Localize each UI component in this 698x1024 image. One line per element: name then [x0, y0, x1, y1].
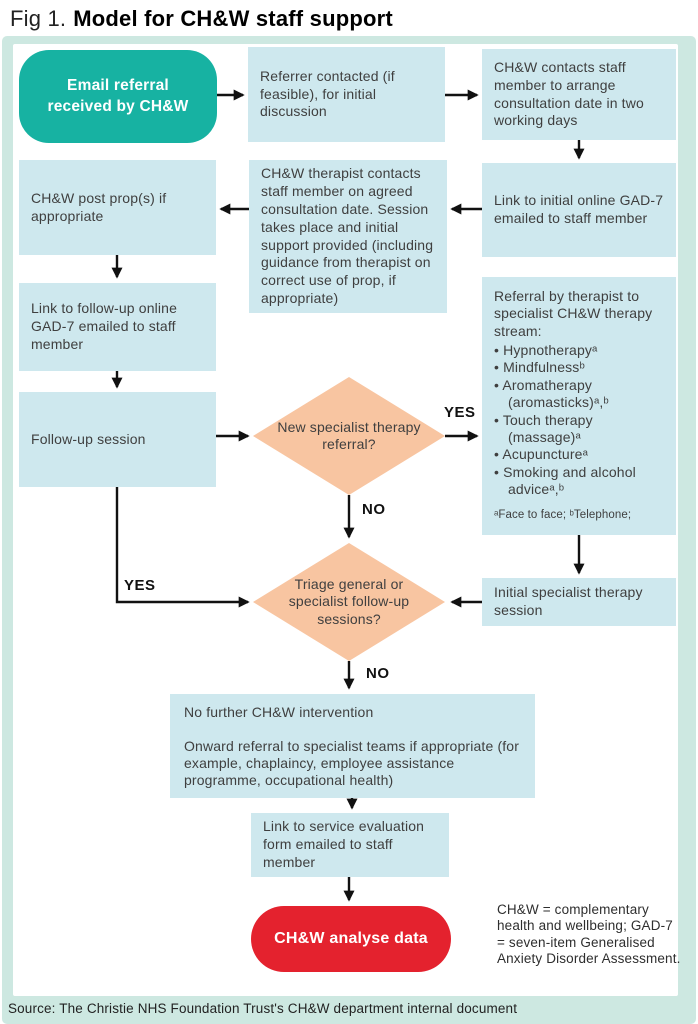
therapy-item: Mindfulnessᵇ: [494, 359, 664, 376]
new-referral-decision-text: New specialist therapy referral?: [277, 418, 421, 453]
therapy-item: Aromatherapy (aromasticks)ᵃ,ᵇ: [494, 377, 664, 412]
initial-gad7-box: Link to initial online GAD-7 emailed to …: [482, 163, 676, 257]
followup-gad7-box: Link to follow-up online GAD-7 emailed t…: [19, 283, 216, 371]
analyse-data-node: CH&W analyse data: [251, 906, 451, 972]
no-further-box: No further CH&W intervention Onward refe…: [170, 694, 535, 798]
yes-label-triage: YES: [124, 577, 156, 594]
figure-title-text: Model for CH&W staff support: [73, 6, 393, 31]
post-props-box: CH&W post prop(s) if appropriate: [19, 160, 216, 255]
onward-referral-line: Onward referral to specialist teams if a…: [184, 738, 520, 789]
therapy-item: Smoking and alcohol adviceᵃ,ᵇ: [494, 464, 664, 499]
abbreviation-legend: CH&W = complementary health and wellbein…: [497, 902, 681, 967]
arrange-consultation-box: CH&W contacts staff member to arrange co…: [482, 49, 676, 140]
specialist-stream-list: Hypnotherapyᵃ Mindfulnessᵇ Aromatherapy …: [494, 342, 664, 498]
therapy-item: Touch therapy (massage)ᵃ: [494, 412, 664, 447]
no-label-triage: NO: [366, 665, 390, 682]
no-label-new-referral: NO: [362, 501, 386, 518]
therapy-item: Acupunctureᵃ: [494, 446, 664, 463]
therapist-contacts-box: CH&W therapist contacts staff member on …: [249, 160, 447, 313]
stream-footnote: ᵃFace to face; ᵇTelephone;: [494, 509, 632, 522]
specialist-stream-intro: Referral by therapist to specialist CH&W…: [494, 288, 653, 339]
specialist-stream-box: Referral by therapist to specialist CH&W…: [482, 277, 676, 535]
followup-session-box: Follow-up session: [19, 392, 216, 487]
yes-label-new-referral: YES: [444, 404, 476, 421]
figure-number: Fig 1.: [10, 6, 67, 31]
start-node: Email referral received by CH&W: [19, 50, 217, 143]
evaluation-box: Link to service evaluation form emailed …: [251, 813, 449, 877]
no-further-line: No further CH&W intervention: [184, 704, 374, 720]
figure-title: Fig 1.Model for CH&W staff support: [10, 6, 393, 32]
triage-decision-text: Triage general or specialist follow-up s…: [288, 575, 410, 627]
therapy-item: Hypnotherapyᵃ: [494, 342, 664, 359]
source-note: Source: The Christie NHS Foundation Trus…: [8, 1001, 518, 1016]
initial-specialist-box: Initial specialist therapy session: [482, 578, 676, 626]
referrer-contacted-box: Referrer contacted (if feasible), for in…: [248, 47, 445, 142]
